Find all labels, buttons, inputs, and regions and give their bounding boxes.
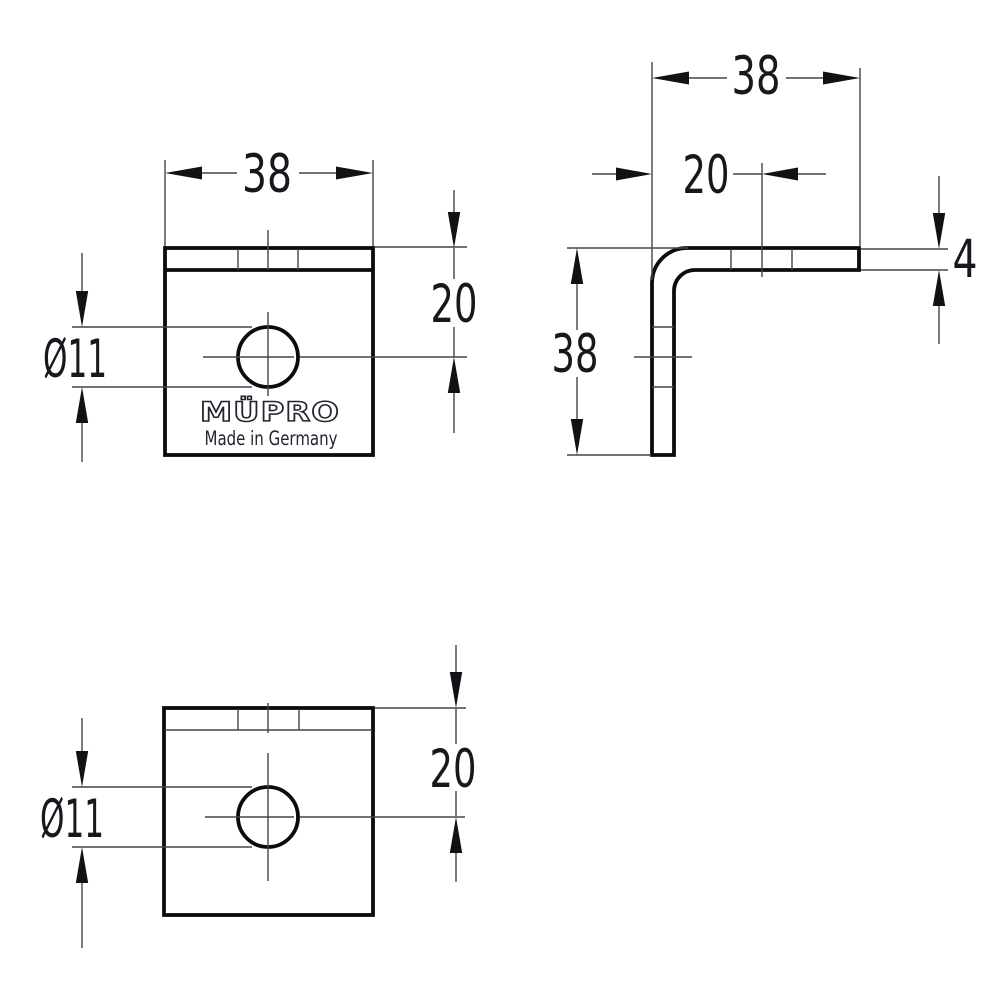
dim-arrow-right bbox=[336, 166, 373, 180]
dim-arrow-up bbox=[570, 248, 584, 284]
side-thickness-label: 4 bbox=[953, 229, 978, 290]
dim-arrow-up bbox=[75, 847, 89, 883]
dim-arrow-right bbox=[823, 71, 860, 85]
front-hole-dimension: Ø11 bbox=[43, 253, 252, 462]
dim-arrow-left bbox=[165, 166, 202, 180]
dim-arrow-down bbox=[449, 672, 463, 708]
bottom-hole-label: Ø11 bbox=[40, 789, 104, 850]
dim-arrow-down bbox=[932, 213, 946, 249]
dim-arrow-down bbox=[570, 419, 584, 455]
side-offset-dimension: 20 bbox=[592, 145, 826, 206]
front-plate-outline bbox=[163, 246, 375, 457]
side-width-dimension: 38 bbox=[651, 46, 861, 280]
front-width-dimension: 38 bbox=[164, 144, 374, 246]
side-profile-outline bbox=[650, 246, 861, 457]
dim-arrow-right bbox=[616, 167, 652, 181]
dim-arrow-up bbox=[449, 817, 463, 853]
front-width-label: 38 bbox=[242, 144, 292, 205]
dim-arrow-down bbox=[447, 212, 461, 248]
side-height-label: 38 bbox=[552, 324, 599, 385]
bottom-view: 20 Ø11 bbox=[40, 645, 477, 948]
dim-arrow-left bbox=[652, 71, 689, 85]
brand-logo-text: MÜPRO bbox=[200, 395, 340, 428]
front-offset-label: 20 bbox=[431, 274, 478, 335]
side-offset-label: 20 bbox=[683, 145, 730, 206]
bottom-offset-label: 20 bbox=[430, 739, 477, 800]
dim-arrow-up bbox=[447, 357, 461, 393]
front-hole-label: Ø11 bbox=[43, 329, 107, 390]
side-thickness-dimension: 4 bbox=[861, 176, 978, 344]
dim-arrow-down bbox=[75, 291, 89, 327]
side-view: 38 20 38 4 bbox=[552, 46, 978, 457]
dim-arrow-down bbox=[75, 751, 89, 787]
front-view: 38 20 Ø11 MÜPRO Made in Germany bbox=[43, 144, 478, 462]
dim-arrow-left bbox=[762, 167, 798, 181]
brand-subtitle: Made in Germany bbox=[205, 427, 338, 450]
bottom-hole-dimension: Ø11 bbox=[40, 718, 252, 948]
front-offset-dimension: 20 bbox=[375, 190, 478, 433]
bottom-offset-dimension: 20 bbox=[375, 645, 477, 882]
dim-arrow-up bbox=[932, 270, 946, 306]
dim-arrow-up bbox=[75, 387, 89, 423]
side-height-dimension: 38 bbox=[552, 247, 688, 456]
side-width-label: 38 bbox=[732, 46, 781, 107]
